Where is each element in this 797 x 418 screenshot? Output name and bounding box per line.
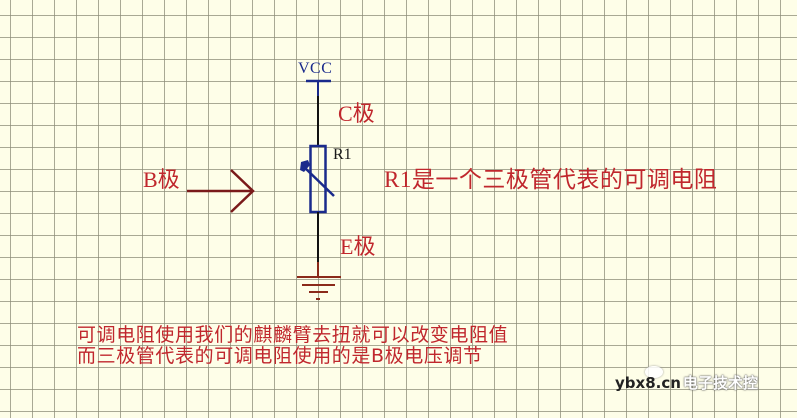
collector-label: C极	[338, 101, 375, 126]
vcc-power-symbol	[306, 79, 331, 96]
emitter-label: E极	[340, 234, 376, 259]
note-line-1: 可调电阻使用我们的麒麟臂去扭就可以改变电阻值	[77, 324, 509, 346]
base-arrow-icon	[187, 169, 255, 213]
r1-label: R1	[333, 146, 352, 163]
variable-resistor-icon	[300, 144, 335, 214]
ground-icon	[297, 262, 341, 300]
note-line-2: 而三极管代表的可调电阻使用的是B极电压调节	[77, 345, 483, 367]
base-label: B极	[143, 167, 180, 192]
description-text: R1是一个三极管代表的可调电阻	[384, 167, 718, 192]
watermark-name: 电子技术控	[682, 374, 758, 392]
watermark-logo-icon	[645, 366, 663, 378]
watermark-site: ybx8.cn	[615, 374, 681, 392]
vcc-label: VCC	[298, 60, 333, 77]
